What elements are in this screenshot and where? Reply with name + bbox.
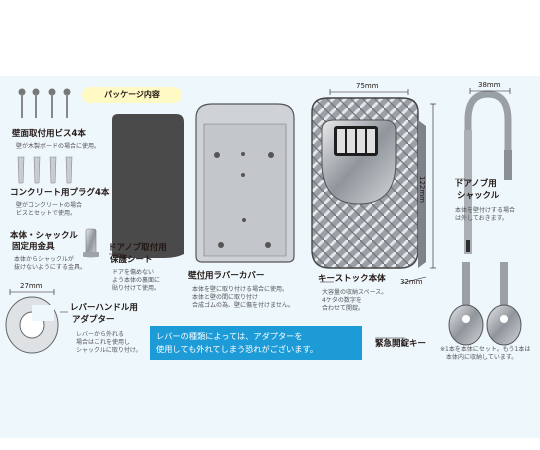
key-stock-note-2: 4ケタの数字を [322,297,362,304]
dimension-width: 75mm [356,82,379,90]
dimension-shackle-width: 38mm [478,81,501,89]
bracket-title-2: 固定用金具 [12,242,55,252]
rubber-cover-note-3: 合成ゴムの為、壁に傷を付けません。 [192,302,294,309]
lever-adapter-title-2: アダプター [72,315,115,325]
warning-line-2: 使用しても外れてしまう恐れがございます。 [156,344,319,354]
dimension-lines [9,88,511,295]
bracket-note-1: 本体からシャックルが [14,256,74,263]
lever-adapter-note-1: レバーから外れる [76,331,125,338]
door-sheet-title-1: ドアノブ取付用 [108,243,167,253]
door-sheet-note-1: ドアを傷めない [112,269,155,276]
shackle-note-2: は外しておきます。 [455,215,509,222]
rubber-cover-title: 壁付用ラバーカバー [188,271,265,281]
door-sheet-illustration [112,114,184,258]
dimension-height: 122mm [418,176,426,203]
screws-title: 壁面取付用ビス4本 [12,129,86,139]
shackle-title-2: シャックル [457,191,500,201]
lever-adapter-title-1: レバーハンドル用 [70,303,138,313]
lever-adapter-illustration [5,296,59,354]
screws-note: 壁が木製ボードの場合に使用。 [16,143,101,150]
bracket-note-2: 抜けないようにする金具。 [14,264,86,271]
dimension-adapter-width: 27mm [20,282,43,290]
emergency-key-title: 緊急開錠キー [375,339,427,349]
key-stock-note-1: 大容量の収納スペース。 [322,289,388,296]
shackle-title-1: ドアノブ用 [455,179,497,189]
door-sheet-title-2: 保護シート [110,255,153,265]
door-sheet-note-3: 貼り付けて使用。 [112,285,161,292]
plugs-note-1: 壁がコンクリートの場合 [16,202,83,209]
package-contents-title: パッケージ内容 [82,87,182,103]
warning-line-1: レバーの種類によっては、アダプターを [156,331,303,341]
lever-adapter-note-2: 場合はこれを使用し [76,339,131,346]
bracket-illustration [83,228,99,258]
key-stock-note-3: 合わせて開錠。 [322,305,365,312]
shackle-illustration [464,90,512,254]
callout-lines [60,178,465,339]
key-stock-illustration [311,97,426,269]
emergency-key-note-2: 本体内に収納しています。 [446,354,518,361]
lever-adapter-note-3: シャックルに取り付け。 [76,347,142,354]
plugs-title: コンクリート用プラグ4本 [10,188,110,198]
key-stock-title: キーストック本体 [318,274,386,284]
door-sheet-note-2: よう本体の裏面に [112,277,161,284]
plugs-illustration [17,156,73,184]
dimension-depth: 32mm [400,278,423,286]
emergency-key-note-1: ※1本を本体にセット。もう1本は [440,346,531,353]
bracket-title-1: 本体・シャックル [10,231,78,241]
rubber-cover-illustration [195,103,295,263]
warning-notice: レバーの種類によっては、アダプターを 使用しても外れてしまう恐れがございます。 [150,326,362,360]
rubber-cover-note-1: 本体を壁に取り付ける場合に使用。 [192,286,289,293]
screws-illustration [18,88,71,118]
keys-illustration [448,262,522,346]
shackle-note-1: 本体を壁付けする場合 [455,207,516,214]
rubber-cover-note-2: 本体と壁の間に取り付け [192,294,259,301]
plugs-note-2: ビスとセットで使用。 [16,210,77,217]
